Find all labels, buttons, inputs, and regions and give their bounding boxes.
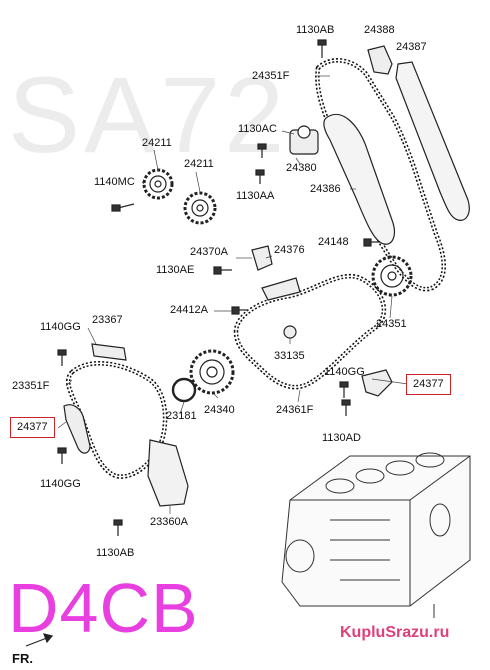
front-arrow-icon — [25, 633, 54, 647]
label-24148: 24148 — [318, 236, 349, 248]
bolt-1130ac — [257, 143, 267, 158]
bolt-24148 — [363, 238, 380, 247]
watermark-text: SA72 — [8, 54, 289, 175]
bolt-1130aa — [255, 169, 265, 184]
tensioner-arm-24386 — [323, 113, 396, 245]
bolt-24412a — [231, 306, 248, 315]
label-1130ab-bottom: 1130AB — [96, 547, 135, 559]
lever-24377-left — [63, 404, 91, 454]
crank-sprocket-24340 — [189, 349, 235, 395]
label-24388: 24388 — [364, 24, 395, 36]
camshaft-sprocket-a — [142, 168, 174, 200]
tensioner-24388 — [367, 45, 393, 75]
tensioner-24370a — [251, 245, 273, 271]
chain-guide-24387 — [395, 61, 470, 221]
engine-code: D4CB — [8, 569, 199, 647]
label-1140gg-right: 1140GG — [324, 366, 365, 378]
sprocket-24351 — [371, 255, 413, 297]
bolt-1140gg-right — [339, 381, 349, 398]
label-24386: 24386 — [310, 183, 341, 195]
label-24351: 24351 — [376, 318, 407, 330]
bolt-1140mc — [111, 203, 135, 212]
label-1130ae: 1130AE — [156, 264, 195, 276]
idler-33135 — [283, 325, 297, 339]
front-label: FR. — [12, 651, 33, 666]
label-23351f: 23351F — [12, 380, 50, 392]
label-1140mc: 1140MC — [94, 176, 135, 188]
bracket-23360a — [147, 439, 189, 507]
leader-lines — [57, 75, 409, 514]
label-23367: 23367 — [92, 314, 123, 326]
label-33135: 33135 — [274, 350, 305, 362]
label-24361f: 24361F — [276, 404, 314, 416]
label-24377-right: 24377 — [406, 374, 451, 395]
label-1130ac: 1130AC — [238, 123, 277, 135]
label-1130ab-top: 1130AB — [296, 24, 335, 36]
label-24351f: 24351F — [252, 70, 290, 82]
tensioner-24380 — [289, 125, 319, 155]
label-1130aa: 1130AA — [236, 190, 275, 202]
label-1140gg-bottom: 1140GG — [40, 478, 81, 490]
label-24377-left: 24377 — [10, 417, 55, 438]
bolt-1140gg-bottom — [57, 447, 67, 464]
bolt-1130ad — [341, 399, 351, 416]
engine-block — [281, 452, 471, 618]
site-name[interactable]: KupluSrazu.ru — [340, 624, 450, 641]
seal-ring-23181 — [171, 377, 197, 403]
label-23181: 23181 — [166, 410, 197, 422]
label-24211-a: 24211 — [142, 137, 172, 149]
bolt-1130ab-top — [317, 39, 327, 58]
label-1130ad: 1130AD — [322, 432, 361, 444]
bolt-1140gg-left — [57, 349, 67, 366]
label-24211-b: 24211 — [184, 158, 214, 170]
label-24370a: 24370A — [190, 246, 228, 258]
camshaft-sprocket-b — [183, 191, 217, 225]
label-24376: 24376 — [274, 244, 305, 256]
guide-24376 — [261, 277, 301, 301]
label-1140gg-left: 1140GG — [40, 321, 81, 333]
bolt-1130ab-bottom — [113, 519, 123, 536]
label-23360a: 23360A — [150, 516, 188, 528]
label-24340: 24340 — [204, 404, 235, 416]
guide-23367 — [91, 343, 127, 361]
bolt-1130ae — [213, 266, 232, 275]
lever-24377-right — [361, 369, 393, 397]
label-24387: 24387 — [396, 41, 427, 53]
label-24412a: 24412A — [170, 304, 208, 316]
label-24380: 24380 — [286, 162, 317, 174]
lower-right-chain — [233, 274, 387, 390]
